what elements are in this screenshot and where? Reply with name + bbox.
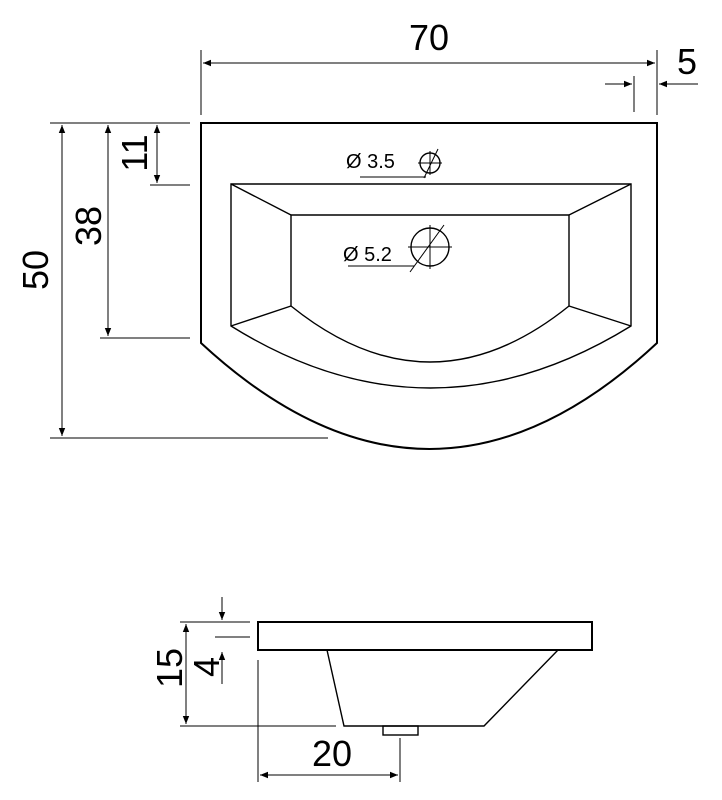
side-view: 15 4 20 [149, 597, 593, 782]
bowl-slope-line [230, 183, 292, 216]
bowl-body-profile [326, 649, 559, 727]
bowl-slope-line [230, 305, 292, 327]
bowl-slope-line [568, 305, 632, 327]
rim-dimension [605, 76, 698, 112]
drain-hole [348, 224, 452, 273]
drain-offset-dimension [257, 660, 401, 782]
width-dimension [200, 50, 658, 115]
basin-rim-profile [257, 621, 593, 651]
top-view: Ø 3.5 Ø 5.2 70 5 50 [15, 17, 698, 450]
basin-outer-outline [200, 122, 658, 450]
bowl-dimension-label: 38 [68, 206, 109, 246]
drain-hole-label: Ø 5.2 [343, 244, 392, 266]
bowl-dimension [100, 125, 190, 339]
tap-offset-dimension [150, 125, 190, 186]
depth-dimension-label: 50 [15, 250, 56, 290]
rim-height-dimension [215, 597, 250, 684]
drain-offset-dimension-label: 20 [312, 733, 352, 774]
tap-offset-dimension-label: 11 [114, 134, 155, 171]
tap-hole-label: Ø 3.5 [346, 151, 395, 173]
tap-hole [360, 148, 442, 179]
depth-dimension [50, 122, 328, 439]
drain-stub [382, 725, 419, 736]
bowl-floor [290, 214, 570, 363]
width-dimension-label: 70 [409, 17, 449, 58]
height-dimension-label: 15 [149, 648, 190, 688]
rim-height-dimension-label: 4 [186, 657, 227, 677]
bowl-slope-line [568, 183, 632, 216]
bowl-outer-edge [230, 183, 632, 389]
rim-dimension-label: 5 [677, 41, 697, 82]
